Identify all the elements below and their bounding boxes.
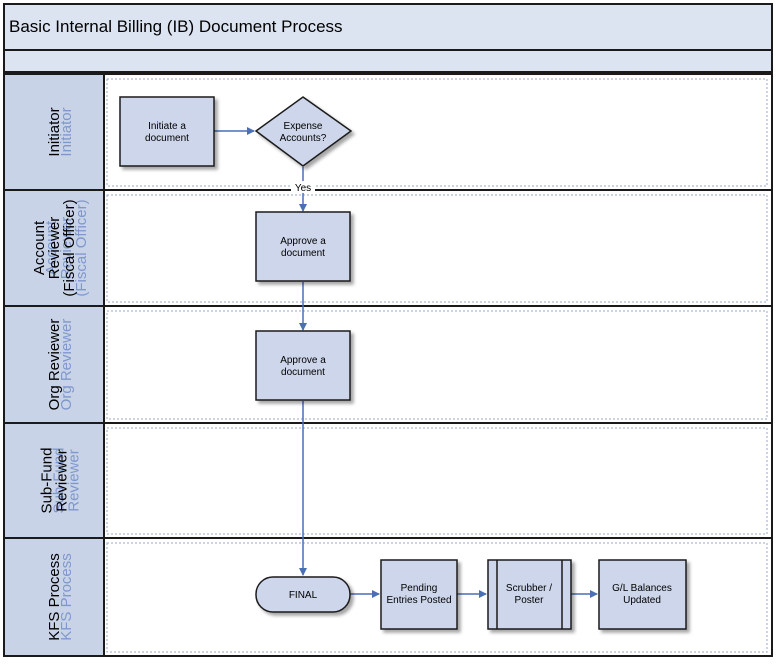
lane-inner-border	[106, 78, 768, 187]
node-initiate-line-1: Initiate a	[148, 121, 186, 132]
lane-label-box	[3, 305, 105, 424]
lane-label-account-reviewer: AccountReviewer(Fiscal Officer)	[31, 199, 78, 296]
title-bar	[3, 3, 773, 51]
edge-label-yes: Yes	[295, 183, 311, 194]
node-approve-account-line-1: Approve a	[280, 236, 326, 247]
node-expense-line-2: Accounts?	[280, 133, 327, 144]
lane-inner-border	[106, 542, 768, 653]
lane-label-box	[3, 537, 105, 657]
lane-label-shadow-org-reviewer: Org Reviewer	[58, 319, 75, 411]
lane-inner-border	[106, 194, 768, 303]
node-approve-org-line-2: document	[281, 367, 325, 378]
lane-label-kfs-process: KFS Process	[46, 553, 63, 641]
swimlanes: InitiatorInitiatorAccountReviewer(Fiscal…	[3, 73, 773, 657]
lane-account-reviewer: AccountReviewer(Fiscal Officer)AccountRe…	[3, 189, 773, 307]
node-scrubber: Scrubber /Poster	[487, 559, 572, 630]
lane-label-org-reviewer: Org Reviewer	[46, 319, 63, 411]
lane-label-initiator: Initiator	[46, 107, 63, 156]
node-expense-line-1: Expense	[284, 121, 323, 132]
node-final-line-1: FINAL	[289, 590, 318, 601]
node-initiate-line-2: document	[145, 133, 189, 144]
yes-label-bg	[291, 181, 315, 193]
lane-label-shadow-sub-fund-reviewer: Sub-FundReviewer	[51, 448, 83, 514]
lane-inner-border	[106, 427, 768, 535]
lane-label-box	[3, 73, 105, 191]
lane-label-shadow-account-reviewer: AccountReviewer(Fiscal Officer)	[43, 199, 90, 296]
lane-body	[3, 422, 773, 539]
node-gl-line-2: Updated	[623, 595, 661, 606]
edges	[214, 127, 598, 598]
lane-label-shadow-initiator: Initiator	[58, 107, 75, 156]
svg-text:Scrubber /Poster: Scrubber /Poster	[506, 583, 552, 606]
node-scrubber-line-2: Poster	[515, 595, 545, 606]
diagram-title: Basic Internal Billing (IB) Document Pro…	[9, 17, 343, 36]
lane-body	[3, 305, 773, 424]
node-pending-line-1: Pending	[401, 583, 438, 594]
node-final: FINAL	[255, 576, 351, 613]
node-approve-account-line-2: document	[281, 248, 325, 259]
lane-body	[3, 73, 773, 191]
lane-label-sub-fund-reviewer: Sub-FundReviewer	[39, 448, 71, 514]
lane-body	[3, 189, 773, 307]
node-scrubber-line-1: Scrubber /	[506, 583, 552, 594]
lane-label-shadow-kfs-process: KFS Process	[58, 553, 75, 641]
node-approve-org-line-1: Approve a	[280, 355, 326, 366]
svg-text:FINAL: FINAL	[289, 590, 318, 601]
subheader-bar	[3, 49, 773, 73]
node-pending-line-2: Entries Posted	[386, 595, 451, 606]
lane-inner-border	[106, 310, 768, 420]
lane-label-box	[3, 189, 105, 307]
node-gl-line-1: G/L Balances	[612, 583, 672, 594]
